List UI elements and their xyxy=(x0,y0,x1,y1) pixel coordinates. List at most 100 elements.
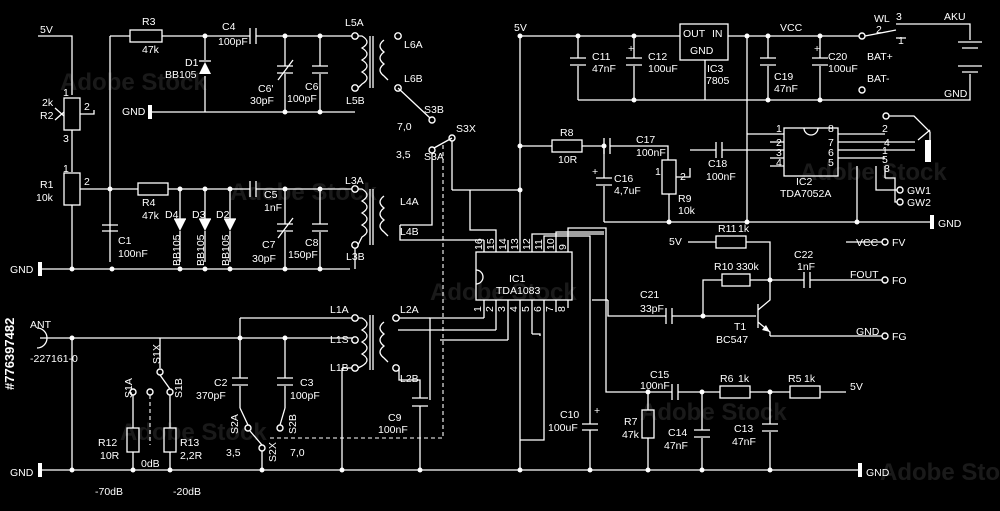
c1-ref: C1 xyxy=(118,235,132,247)
fo-label: FO xyxy=(892,275,907,287)
r13-resistor xyxy=(163,427,177,453)
r2-potentiometer xyxy=(63,97,81,131)
pin-label: 7 xyxy=(544,306,556,312)
c9-value: 100nF xyxy=(378,424,408,436)
pin-label: 2 xyxy=(84,101,90,113)
c6-capacitor xyxy=(312,65,328,74)
c8-ref: C8 xyxy=(305,237,319,249)
c20-value: 100uF xyxy=(828,63,858,75)
t1-ref: T1 xyxy=(734,321,746,333)
l1-coil xyxy=(357,317,368,369)
c6-value: 100pF xyxy=(287,93,317,105)
r1-value: 10k xyxy=(36,192,54,204)
pin-label: 5 xyxy=(520,306,532,312)
wl-label: WL xyxy=(874,13,890,25)
pin-label: 4 xyxy=(508,306,520,312)
fo-terminal[interactable] xyxy=(881,276,889,284)
r11-resistor xyxy=(715,235,747,249)
r8-resistor xyxy=(551,139,583,153)
c9-capacitor xyxy=(412,397,428,407)
c19-ref: C19 xyxy=(774,71,793,83)
gw2-label: GW2 xyxy=(907,197,931,209)
audio-section: R8 10R C17 100nF + C16 4,7uF 1 2 R9 10k … xyxy=(517,36,962,230)
pin-label: 2 xyxy=(484,306,496,312)
ic2-amplifier: 1 2 3 4 8 7 6 5 IC2 TDA7052A 2 4 1 5 3 G… xyxy=(770,112,931,222)
t1-value: BC547 xyxy=(716,334,748,346)
c11-ref: C11 xyxy=(592,51,611,63)
watermark-text: Adobe Stock xyxy=(640,399,787,426)
r5-resistor xyxy=(789,385,821,399)
c2-capacitor xyxy=(232,377,248,386)
pin-label: 3 xyxy=(63,133,69,145)
s3-position-7: 7,0 xyxy=(397,121,412,133)
pin-label: 1 xyxy=(882,145,888,157)
pin-label: 1 xyxy=(63,87,69,99)
r12-value: 10R xyxy=(100,450,120,462)
net-label-gnd: GND xyxy=(944,88,968,100)
c21-ref: C21 xyxy=(640,289,659,301)
r13-value: 2,2R xyxy=(180,450,203,462)
ic3-pin-in: IN xyxy=(712,28,723,40)
c11-value: 47nF xyxy=(592,63,616,75)
watermark-text: Adobe Stock xyxy=(120,419,267,446)
l2b-label: L2B xyxy=(400,373,419,385)
c18-value: 100nF xyxy=(706,171,736,183)
pin-label: 6 xyxy=(532,306,544,312)
r7-ref: R7 xyxy=(624,416,638,428)
s2b-label: S2B xyxy=(287,414,299,434)
fv-terminal[interactable] xyxy=(881,238,889,246)
pin-label: 1 xyxy=(472,306,484,312)
c7-ref: C7 xyxy=(262,239,276,251)
c22-capacitor xyxy=(803,272,811,288)
c2-ref: C2 xyxy=(214,377,228,389)
ic2-ref: IC2 xyxy=(796,176,813,188)
ic3-pin-gnd: GND xyxy=(690,45,714,57)
r8-ref: R8 xyxy=(560,127,574,139)
r3-resistor xyxy=(129,29,163,43)
c15-capacitor xyxy=(671,384,679,400)
r9-value: 10k xyxy=(678,205,696,217)
s3-position-3: 3,5 xyxy=(396,149,411,161)
s1x-label: S1X xyxy=(151,344,163,364)
s1-position-20db: -20dB xyxy=(173,486,201,498)
c13-ref: C13 xyxy=(734,423,753,435)
net-label-gnd: GND xyxy=(10,264,34,276)
aku-label: AKU xyxy=(944,11,966,23)
pin-label: 2 xyxy=(680,171,686,183)
c6p-value: 30pF xyxy=(250,95,274,107)
svg-text:+: + xyxy=(628,43,634,55)
c14-value: 47nF xyxy=(664,440,688,452)
net-label-gnd: GND xyxy=(866,467,890,479)
l4b-label: L4B xyxy=(400,226,419,238)
rf-tuning-section: R4 47k D4 D3 D2 BB105 BB105 BB105 C5 1nF… xyxy=(110,175,419,269)
pin-label: 5 xyxy=(828,157,834,169)
c17-ref: C17 xyxy=(636,134,655,146)
ic1-value: TDA1083 xyxy=(496,285,541,297)
c10-capacitor xyxy=(582,423,598,431)
net-label-5v: 5V xyxy=(669,236,682,248)
r9-potentiometer xyxy=(661,159,677,195)
d1-ref: D1 xyxy=(185,57,199,69)
pin-label: 12 xyxy=(521,238,533,250)
r8-value: 10R xyxy=(558,154,578,166)
l5-coil xyxy=(357,35,368,89)
gw1-label: GW1 xyxy=(907,185,931,197)
fg-terminal[interactable] xyxy=(881,332,889,340)
d3-value: BB105 xyxy=(195,234,207,266)
pin-label: 1 xyxy=(776,123,782,135)
ic2-chip xyxy=(783,127,839,177)
pin-label: 10 xyxy=(545,238,557,250)
net-label-5v: 5V xyxy=(40,24,53,36)
svg-text:+: + xyxy=(592,166,598,178)
r12-ref: R12 xyxy=(98,437,117,449)
pin-label: 3 xyxy=(776,147,782,159)
ic3-pin-out: OUT xyxy=(683,28,706,40)
ic3-regulator xyxy=(679,23,729,61)
pin-label: 16 xyxy=(473,238,485,250)
l3a-label: L3A xyxy=(345,175,364,187)
pin-label: 14 xyxy=(497,238,509,250)
oscillator-section: R3 47k C1 100nF D1 BB105 GND C4 100pF C6… xyxy=(102,16,431,262)
pin-label: 3 xyxy=(496,306,508,312)
watermark: Adobe Stock Adobe Stock Adobe Stock Adob… xyxy=(2,69,1000,486)
r6-ref: R6 xyxy=(720,373,734,385)
